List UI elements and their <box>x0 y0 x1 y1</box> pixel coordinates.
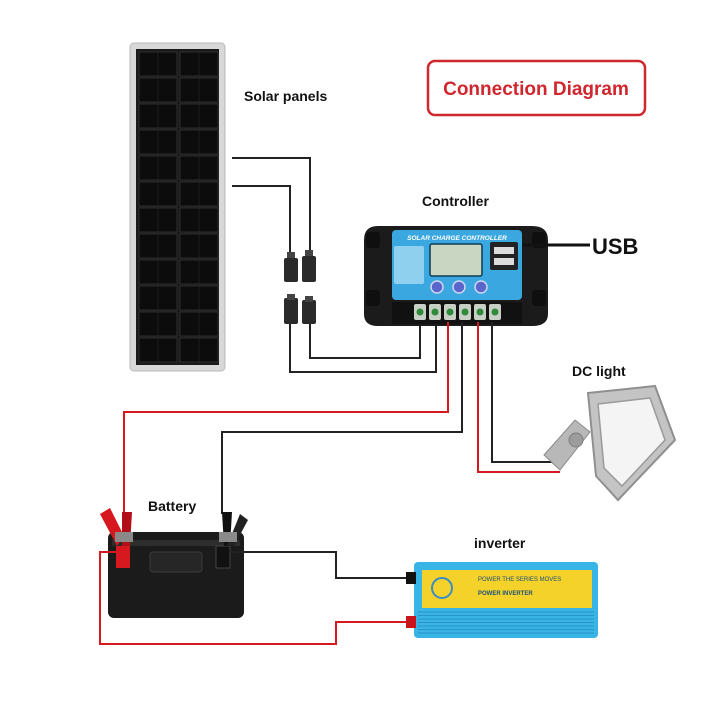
mc4-connectors <box>284 250 316 324</box>
controller-terminal-screw <box>491 308 499 316</box>
inverter-faceplate-line2: POWER INVERTER <box>478 591 533 597</box>
battery-positive-terminal <box>116 546 130 568</box>
inverter-terminal-negative <box>406 572 416 584</box>
battery <box>108 532 244 618</box>
inverter-terminal-positive <box>406 616 416 628</box>
inverter-faceplate-line1: POWER THE SERIES MOVES <box>478 577 561 583</box>
title-box: Connection Diagram <box>426 59 647 117</box>
controller-button-left <box>430 280 444 294</box>
battery-label: Battery <box>148 498 196 514</box>
controller-terminals <box>414 304 501 320</box>
battery-negative-terminal <box>215 545 231 569</box>
inverter-wires <box>99 551 410 645</box>
solar-panels-label: Solar panels <box>244 88 327 104</box>
charge-controller: SOLAR CHARGE CONTROLLER <box>364 226 548 326</box>
inverter: POWER THE SERIES MOVES POWER INVERTER <box>406 562 598 638</box>
usb-label: USB <box>592 234 638 259</box>
solar-cells <box>138 51 219 363</box>
inverter-label: inverter <box>474 535 526 551</box>
black-clamp <box>219 512 248 546</box>
dc-light-label: DC light <box>572 363 626 379</box>
red-clamp <box>100 508 133 546</box>
controller-label: Controller <box>422 193 489 209</box>
controller-faceplate-text: SOLAR CHARGE CONTROLLER <box>407 235 507 242</box>
controller-button-right <box>474 280 488 294</box>
panel-wires <box>232 157 437 373</box>
controller-button-mid <box>452 280 466 294</box>
solar-panel <box>129 42 226 372</box>
controller-terminal-screw <box>431 308 439 316</box>
controller-terminal-screw <box>461 308 469 316</box>
page-title: Connection Diagram <box>443 79 629 100</box>
battery-wires <box>123 322 463 514</box>
dc-light <box>543 384 677 502</box>
controller-terminal-screw <box>446 308 454 316</box>
light-wires <box>477 322 560 473</box>
inverter-fins <box>418 611 594 634</box>
controller-terminal-screw <box>416 308 424 316</box>
controller-terminal-screw <box>476 308 484 316</box>
